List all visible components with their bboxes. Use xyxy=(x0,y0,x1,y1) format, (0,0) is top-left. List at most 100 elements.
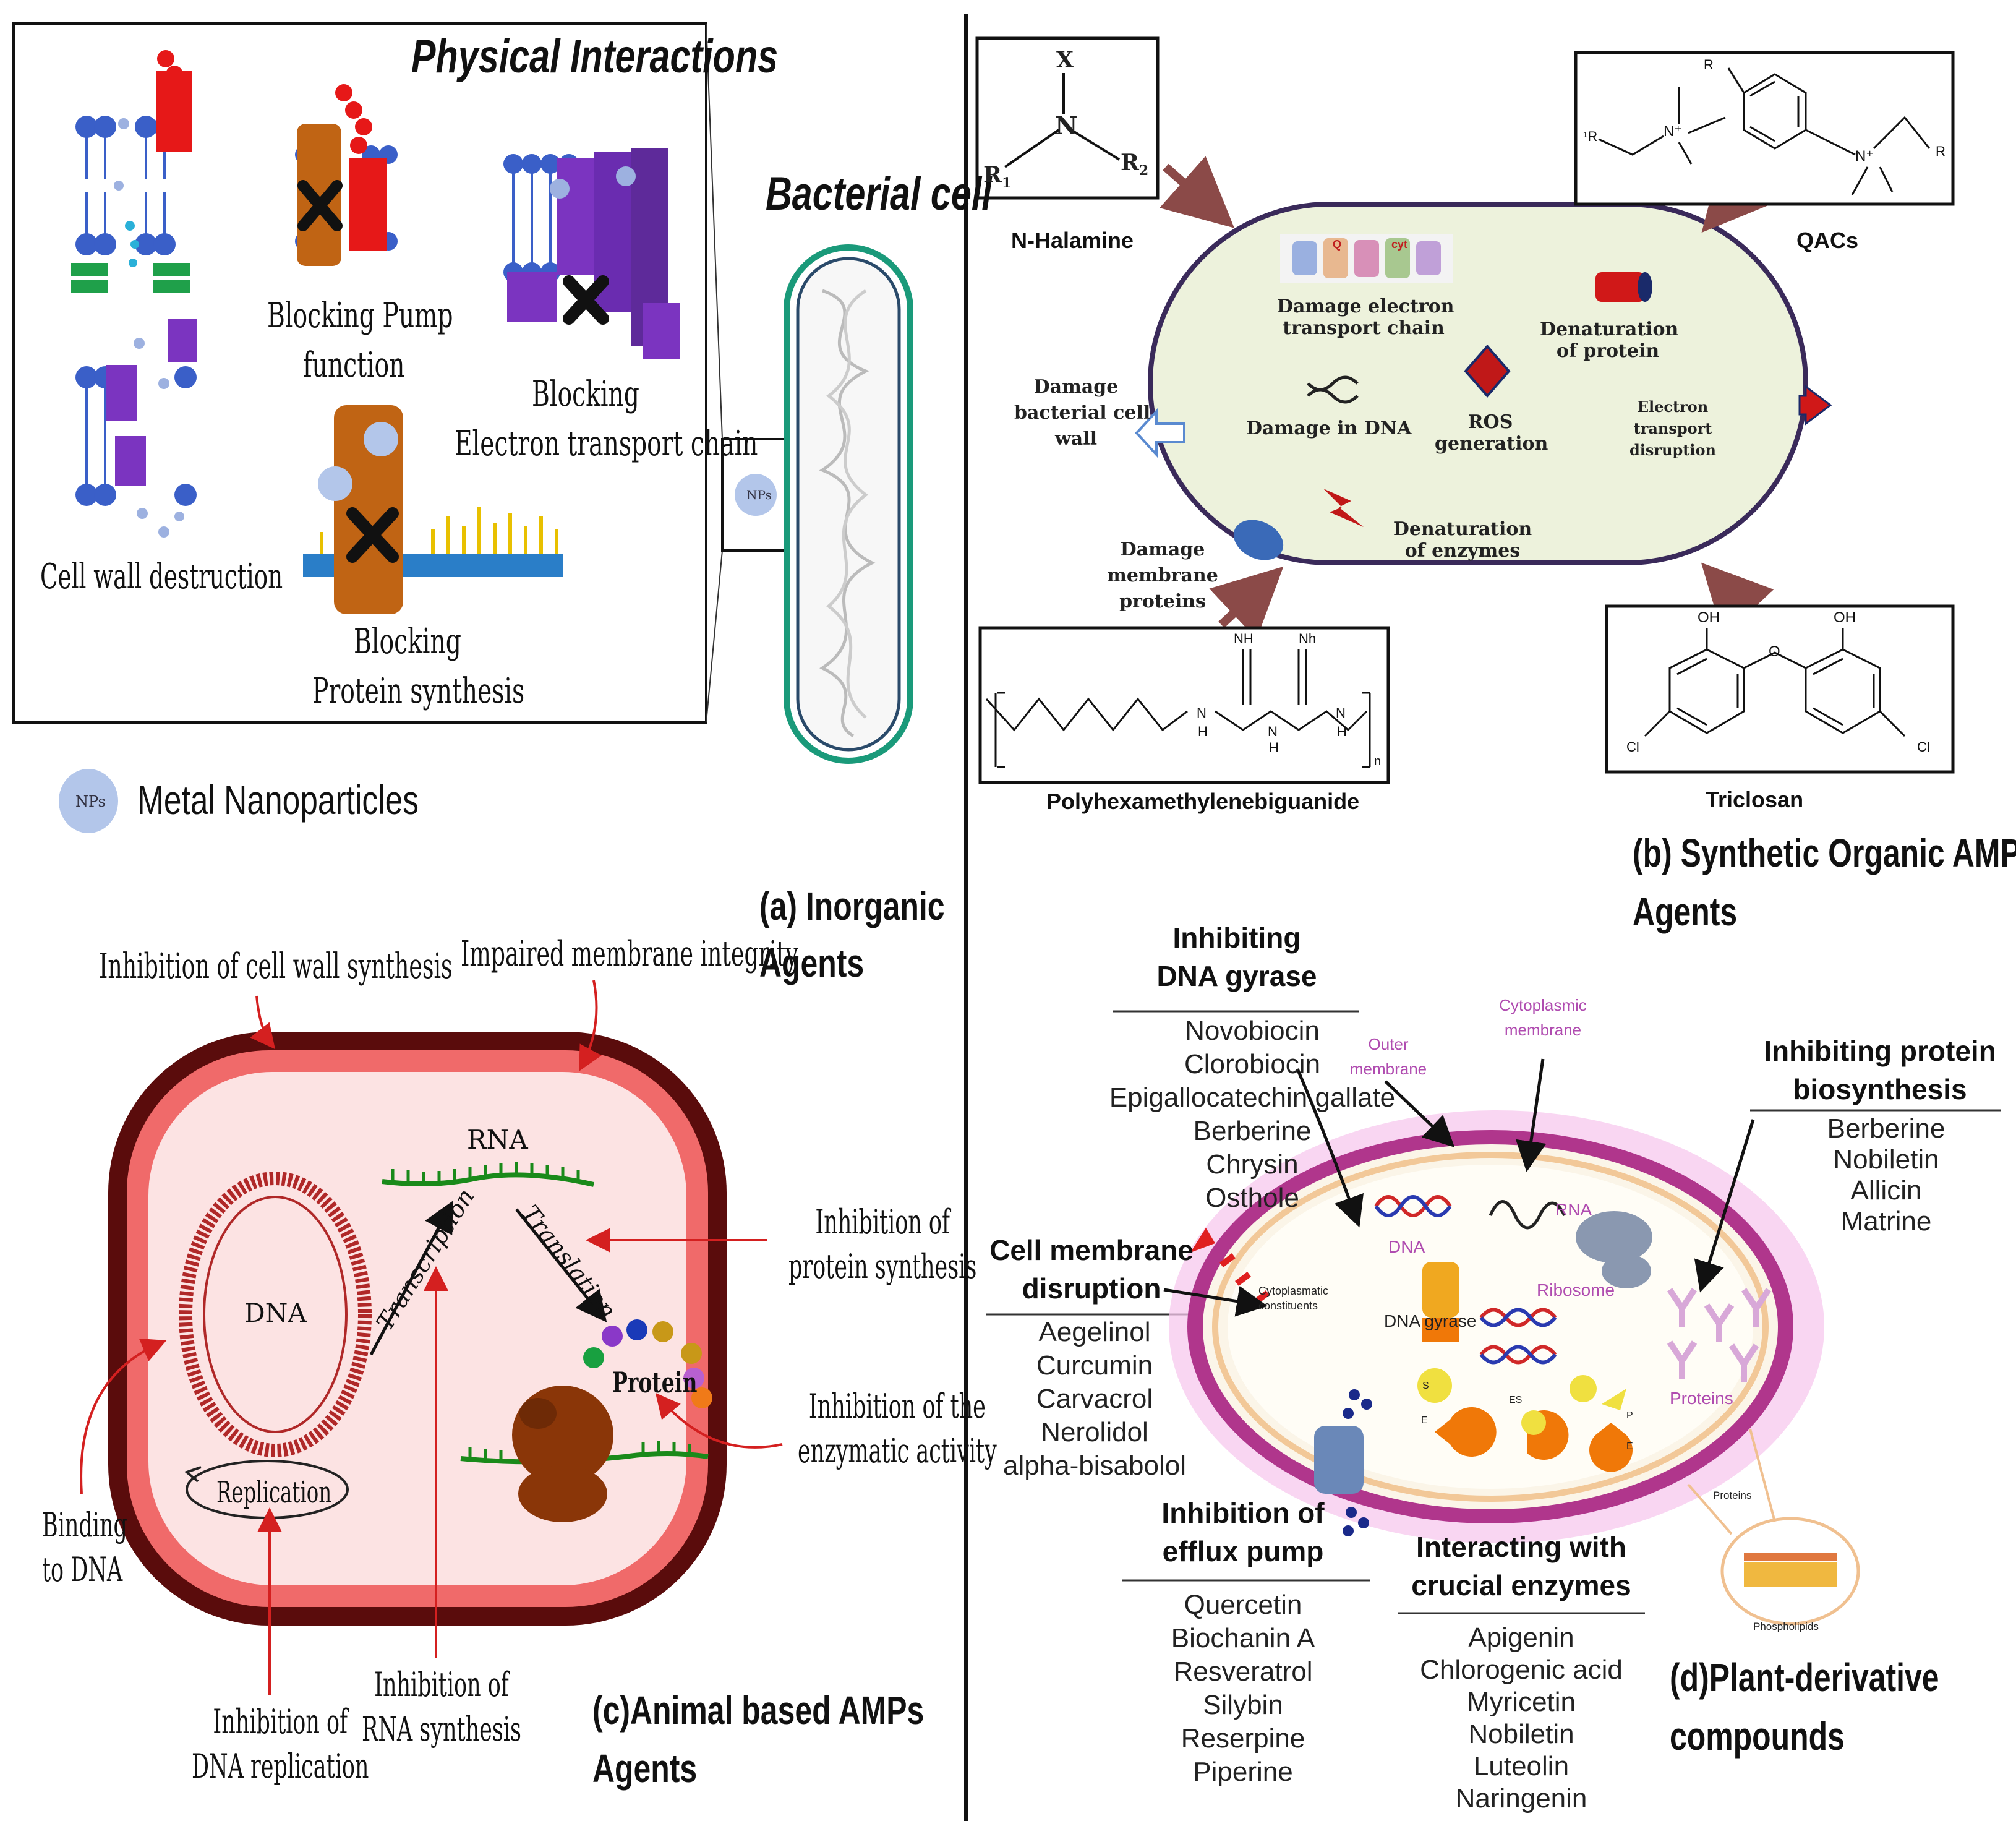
list-item: Biochanin A xyxy=(1171,1623,1315,1653)
list-item: Berberine xyxy=(1193,1116,1312,1146)
panel-d-heading-rules xyxy=(986,1010,2001,1614)
enzyme-p-label: P xyxy=(1626,1410,1633,1421)
list-item: Berberine xyxy=(1827,1113,1946,1144)
enzyme-e-label: E xyxy=(1421,1415,1428,1426)
blocking-protein-label-2: Protein synthesis xyxy=(312,671,525,711)
list-item: Reserpine xyxy=(1181,1723,1305,1754)
phmb-h1: H xyxy=(1198,724,1208,739)
phmb-n2: N xyxy=(1268,724,1278,739)
enzyme-e2-label: E xyxy=(1626,1441,1633,1452)
efflux-pump-list: Quercetin Biochanin A Resveratrol Silybi… xyxy=(1138,1588,1348,1789)
etc-q-label: Q xyxy=(1333,238,1342,251)
bacterial-cell-title: Bacterial cell xyxy=(766,168,992,220)
legend-np-badge: NPs xyxy=(75,793,106,810)
phmb-nh: NH xyxy=(1234,631,1254,646)
cell-wall-destruction-label: Cell wall destruction xyxy=(40,557,283,597)
replication-label: Replication xyxy=(216,1475,332,1510)
n-halamine-structure xyxy=(1004,73,1121,168)
cell-wall-membrane-art xyxy=(71,50,197,538)
phmb-h3: H xyxy=(1337,724,1347,739)
triclosan-oh-1: OH xyxy=(1698,609,1720,626)
blocking-pump-art xyxy=(295,84,398,266)
panel-c-caption-1: (c)Animal based AMPs xyxy=(592,1688,925,1733)
triclosan-o: O xyxy=(1769,643,1780,660)
bacterial-cell-drawing xyxy=(735,244,913,764)
list-item: Myricetin xyxy=(1466,1687,1576,1717)
triclosan-label: Triclosan xyxy=(1706,787,1804,812)
list-item: Curcumin xyxy=(1036,1350,1153,1381)
dna-label: DNA xyxy=(244,1298,307,1328)
zoom-np-label: NPs xyxy=(746,487,772,502)
list-item: Quercetin xyxy=(1184,1590,1302,1620)
enzyme-s-label: S xyxy=(1422,1381,1429,1391)
list-item: alpha-bisabolol xyxy=(1003,1450,1186,1481)
list-item: Allicin xyxy=(1850,1175,1922,1206)
triclosan-oh-2: OH xyxy=(1834,609,1856,626)
list-item: Novobiocin xyxy=(1185,1016,1320,1046)
blocking-etc-label-1: Blocking xyxy=(532,374,639,414)
phmb-structure xyxy=(985,649,1371,768)
list-item: Nerolidol xyxy=(1041,1417,1148,1447)
synthetic-cell-drawing xyxy=(1135,202,1832,565)
n-halamine-label: N-Halamine xyxy=(1011,228,1134,253)
triclosan-structure xyxy=(1644,628,1906,737)
panel-c-red-arrows xyxy=(80,980,783,1695)
plant-cell-drawing xyxy=(1169,1110,1860,1626)
chem-x: X xyxy=(1056,47,1074,73)
list-item: Aegelinol xyxy=(1038,1317,1151,1347)
panel-a-caption-1: (a) Inorganic xyxy=(759,884,945,928)
n-halamine-box xyxy=(975,36,1160,200)
list-item: Luteolin xyxy=(1473,1751,1570,1781)
list-item: Naringenin xyxy=(1455,1783,1587,1814)
chem-n: N xyxy=(1055,111,1078,140)
list-item: Chlorogenic acid xyxy=(1420,1655,1623,1685)
protein-label: Protein xyxy=(612,1366,698,1399)
rna-label: RNA xyxy=(467,1125,528,1155)
crucial-enzymes-list: Apigenin Chlorogenic acid Myricetin Nobi… xyxy=(1398,1622,1645,1815)
list-item: Resveratrol xyxy=(1173,1656,1313,1687)
list-item: Silybin xyxy=(1203,1690,1283,1720)
panel-a-caption-2: Agents xyxy=(759,941,865,985)
list-item: Nobiletin xyxy=(1833,1144,1939,1175)
cell-proteins-label: Proteins xyxy=(1670,1389,1733,1408)
panel-b-caption-1: (b) Synthetic Organic AMPs xyxy=(1633,831,2016,875)
qacs-r-right: R xyxy=(1936,144,1946,159)
phmb-n1: N xyxy=(1197,705,1207,721)
cell-dna-label: DNA xyxy=(1388,1237,1425,1256)
protein-biosynthesis-list: Berberine Nobiletin Allicin Matrine xyxy=(1787,1113,1985,1237)
panel-c-caption-2: Agents xyxy=(592,1746,698,1791)
cell-dna-gyrase-label: DNA gyrase xyxy=(1384,1311,1477,1330)
cell-ribosome-label: Ribosome xyxy=(1537,1280,1615,1300)
animal-cell-drawing xyxy=(108,1032,727,1626)
phmb-h2: H xyxy=(1269,740,1279,755)
panel-d-caption-2: compounds xyxy=(1670,1714,1845,1759)
qacs-r-top: R xyxy=(1704,57,1714,72)
damage-dna-label: Damage in DNA xyxy=(1246,418,1412,439)
np-legend-circle xyxy=(59,769,118,833)
list-item: Apigenin xyxy=(1468,1622,1574,1653)
blocking-pump-label-2: function xyxy=(303,345,405,385)
gyrase-compound-list: Novobiocin Clorobiocin Epigallocatechin … xyxy=(1107,1014,1398,1215)
qacs-label: QACs xyxy=(1796,228,1859,253)
cell-membrane-list: Aegelinol Curcumin Carvacrol Nerolidol a… xyxy=(989,1316,1200,1483)
panel-d-arrows xyxy=(1163,1058,1755,1317)
phmb-box xyxy=(978,626,1390,784)
panel-d-caption-1: (d)Plant-derivative xyxy=(1670,1655,1939,1700)
